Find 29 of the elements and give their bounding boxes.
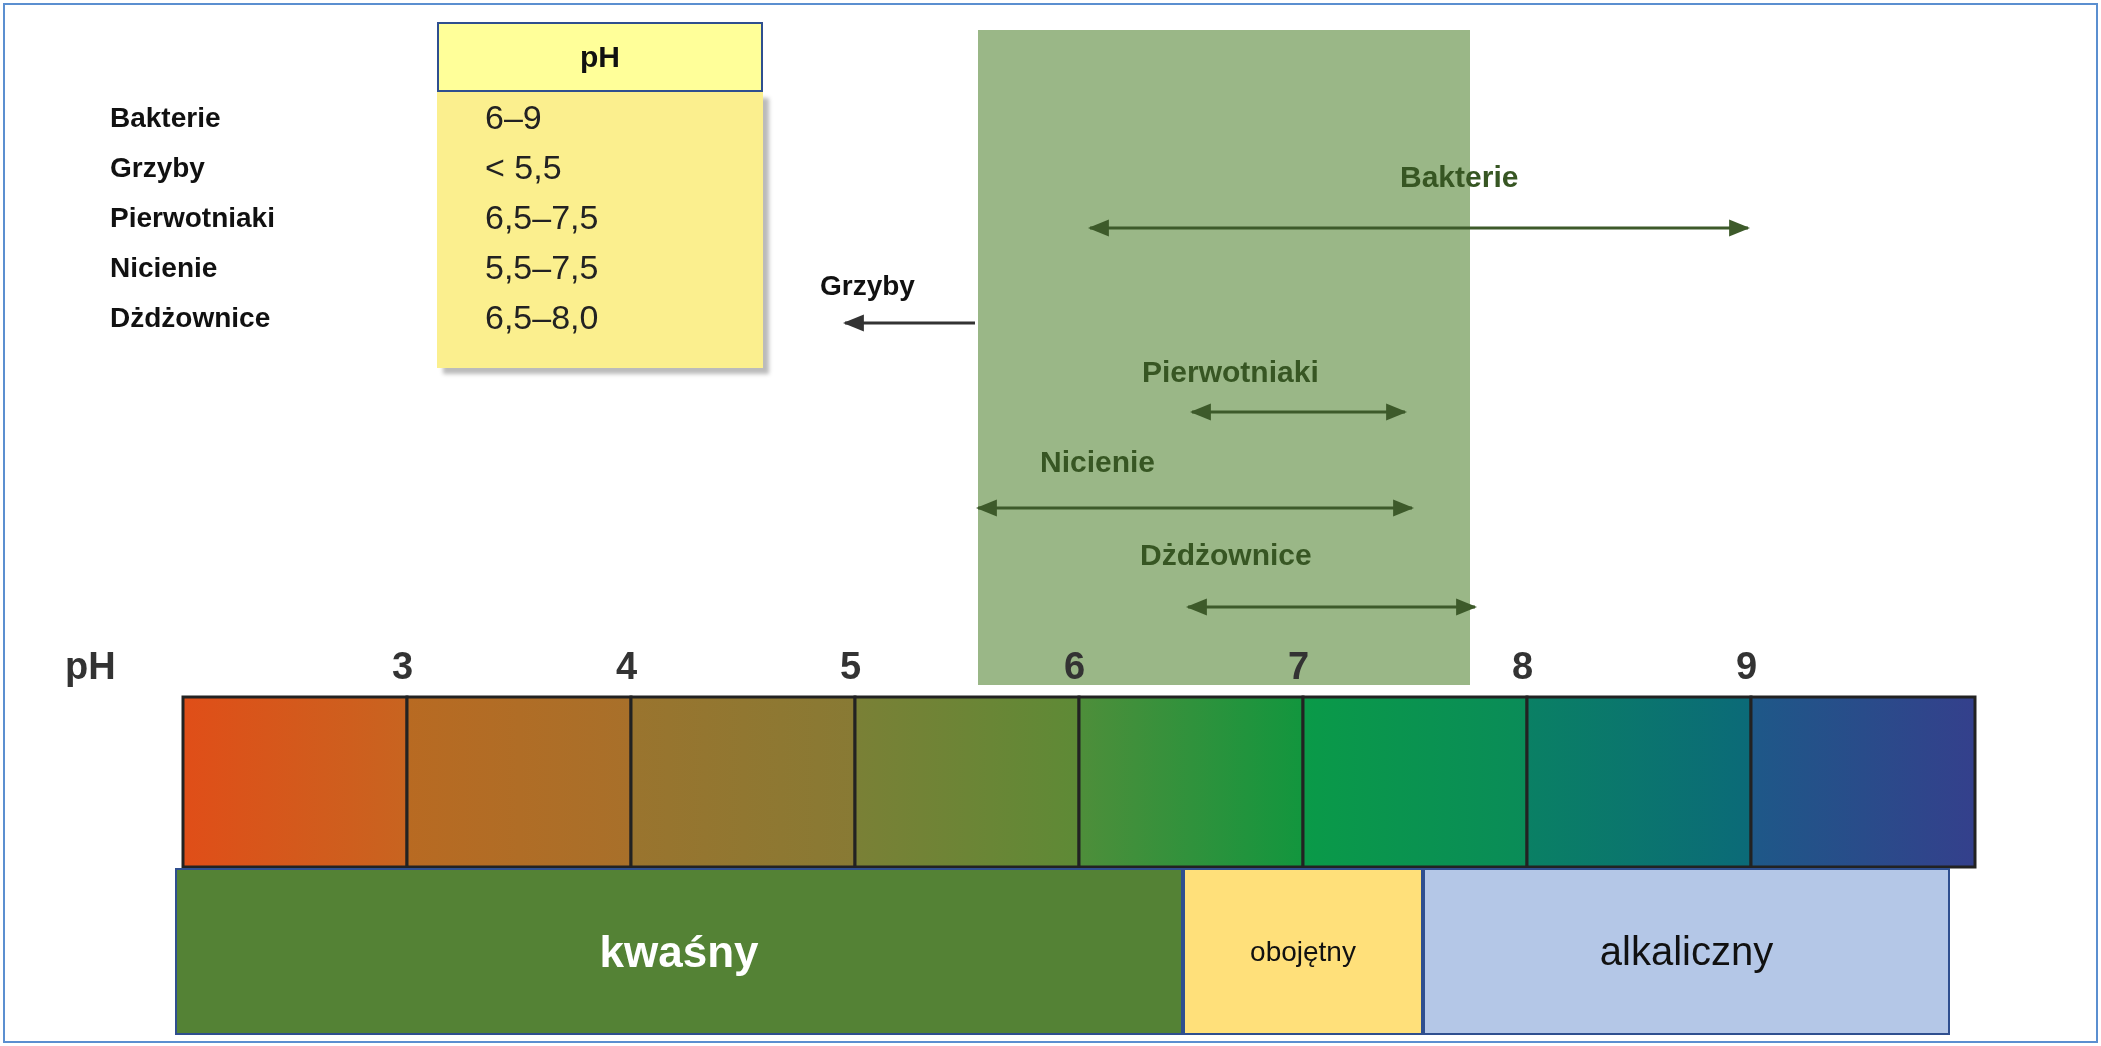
tick-label: 8	[1512, 645, 1534, 688]
row-label: Nicienie	[110, 252, 218, 284]
ph-range-value: 5,5–7,5	[485, 248, 599, 287]
ph-range-value: 6,5–7,5	[485, 198, 599, 237]
tick-label: 3	[392, 645, 414, 688]
row-label: Pierwotniaki	[110, 202, 275, 234]
ph-range-value: 6–9	[485, 98, 542, 137]
range-label: Grzyby	[820, 270, 915, 302]
band-label: kwaśny	[599, 926, 759, 977]
band-label: obojętny	[1250, 935, 1356, 968]
ph-range-band	[175, 868, 1183, 1035]
range-label: Dżdżownice	[1140, 538, 1312, 572]
row-label: Grzyby	[110, 152, 205, 184]
ph-range-value: 6,5–8,0	[485, 298, 599, 337]
table-header: pH	[437, 22, 763, 92]
range-label: Pierwotniaki	[1142, 355, 1319, 389]
tick-label: pH	[65, 645, 116, 688]
band-label: alkaliczny	[1599, 929, 1774, 974]
tick-label: 4	[616, 645, 638, 688]
tick-label: 7	[1288, 645, 1310, 688]
tick-label: 6	[1064, 645, 1086, 688]
ph-range-value: < 5,5	[485, 148, 562, 187]
row-label: Dżdżownice	[110, 302, 271, 334]
range-label: Nicienie	[1040, 445, 1156, 479]
ph-range-band	[1183, 868, 1423, 1035]
tick-label: 9	[1736, 645, 1758, 688]
row-label: Bakterie	[110, 102, 221, 134]
tick-label: 5	[840, 645, 862, 688]
ph-range-band	[1423, 868, 1950, 1035]
